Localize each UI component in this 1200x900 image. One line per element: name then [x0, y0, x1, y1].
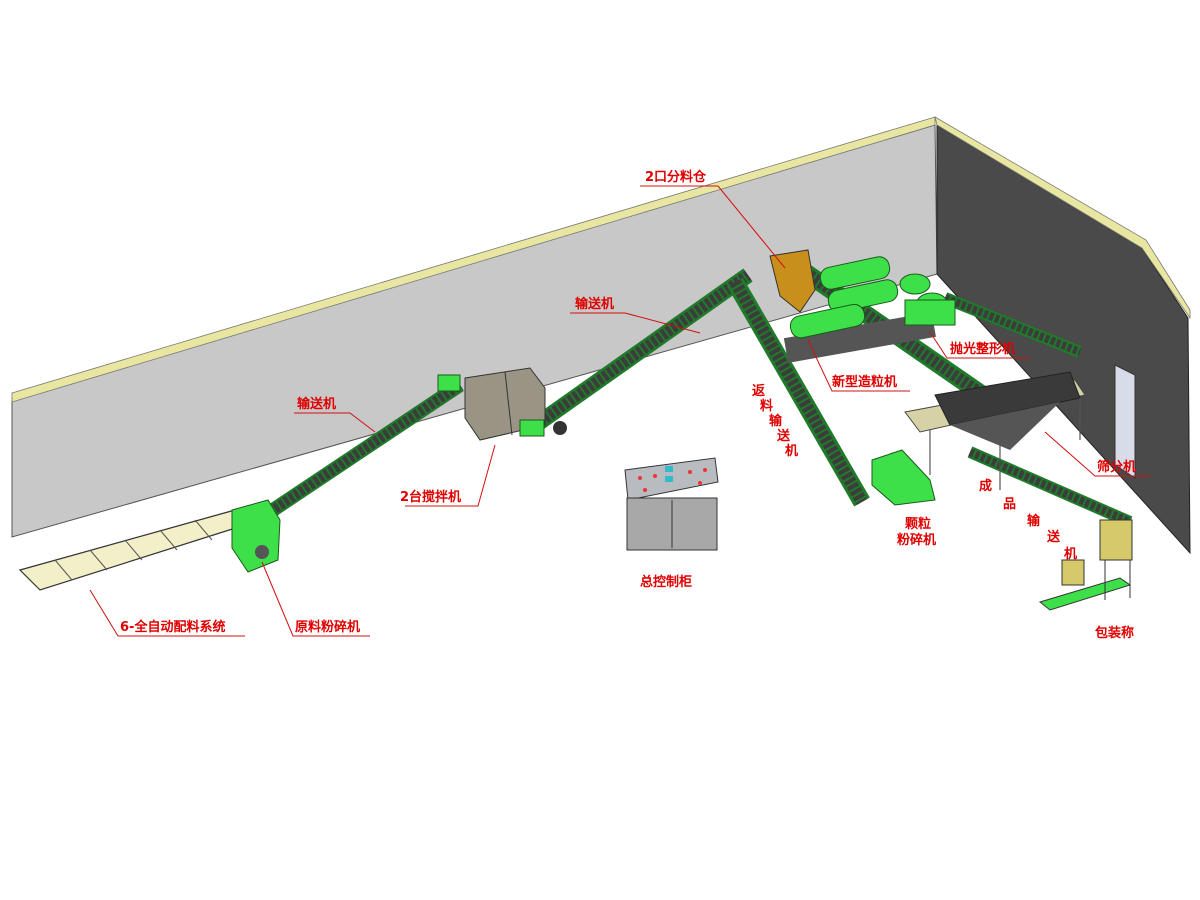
label-conveyor-lower: 输送机 [297, 396, 336, 412]
wall-top-trim [11, 116, 936, 403]
label-product-conveyor-5: 机 [1064, 546, 1077, 562]
label-control-cabinet: 总控制柜 [640, 574, 692, 590]
label-granule-crusher-line2: 粉碎机 [897, 532, 936, 548]
label-product-conveyor-1: 成 [979, 478, 992, 494]
raw-crusher [231, 499, 281, 573]
label-polishing-machine: 抛光整形机 [950, 341, 1015, 357]
label-product-conveyor-2: 品 [1003, 497, 1016, 512]
label-distribution-bin: 2口分料仓 [645, 169, 707, 185]
labels: 2口分料仓 输送机 抛光整形机 新型造粒机 返 料 输 送 机 输送机 2台搅拌… [120, 169, 1136, 641]
control-cabinet [624, 457, 719, 551]
walls [11, 116, 1191, 555]
label-product-conveyor-3: 输 [1027, 513, 1041, 529]
label-granule-crusher-line1: 颗粒 [905, 516, 931, 532]
label-mixers: 2台搅拌机 [400, 489, 461, 505]
granulator-area [769, 249, 956, 363]
label-product-conveyor-4: 送 [1046, 529, 1061, 545]
label-granulator: 新型造粒机 [832, 374, 897, 390]
label-return-conveyor-5: 机 [785, 443, 798, 459]
label-return-conveyor-2: 料 [760, 398, 773, 414]
side-wall-trim [934, 116, 1191, 320]
packing-scale [1038, 519, 1133, 611]
mixers [437, 367, 567, 441]
label-batching-system: 6-全自动配料系统 [120, 619, 225, 635]
label-return-conveyor-1: 返 [752, 384, 765, 399]
distribution-bin [769, 249, 816, 313]
label-conveyor-upper: 输送机 [575, 296, 614, 312]
label-screener: 筛分机 [1097, 459, 1136, 475]
door [1114, 364, 1136, 479]
granule-crusher [871, 449, 936, 506]
label-packing-scale: 包装称 [1095, 625, 1134, 641]
leader-lines [89, 185, 1150, 637]
label-raw-crusher: 原料粉碎机 [295, 619, 360, 635]
screener [904, 371, 1086, 490]
label-return-conveyor-3: 输 [769, 413, 783, 429]
label-return-conveyor-4: 送 [776, 428, 791, 444]
